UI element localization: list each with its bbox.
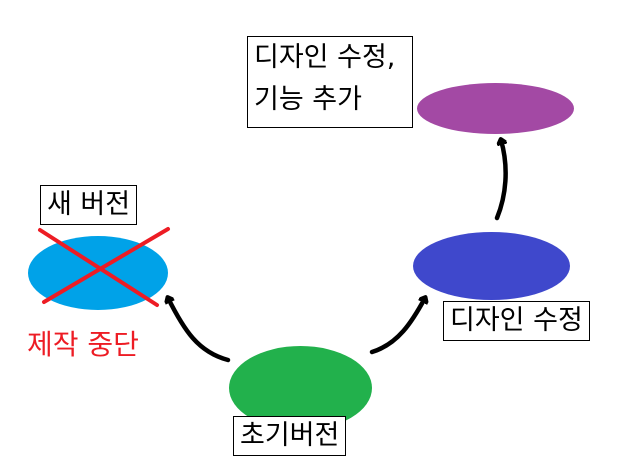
design-edit-node <box>413 232 570 300</box>
production-stopped-text: 제작 중단 <box>27 328 139 361</box>
cancel-cross <box>38 227 170 307</box>
arrow-initial-to-design-edit <box>369 298 425 355</box>
new-version-label: 새 버전 <box>40 185 138 225</box>
arrow-initial-to-new <box>168 298 231 363</box>
design-feature-label: 디자인 수정, 기능 추가 <box>247 36 413 128</box>
design-feature-node <box>417 83 574 134</box>
design-edit-label: 디자인 수정 <box>443 301 590 341</box>
initial-version-label: 초기버전 <box>233 416 347 456</box>
arrow-design-edit-to-feature <box>494 140 508 221</box>
